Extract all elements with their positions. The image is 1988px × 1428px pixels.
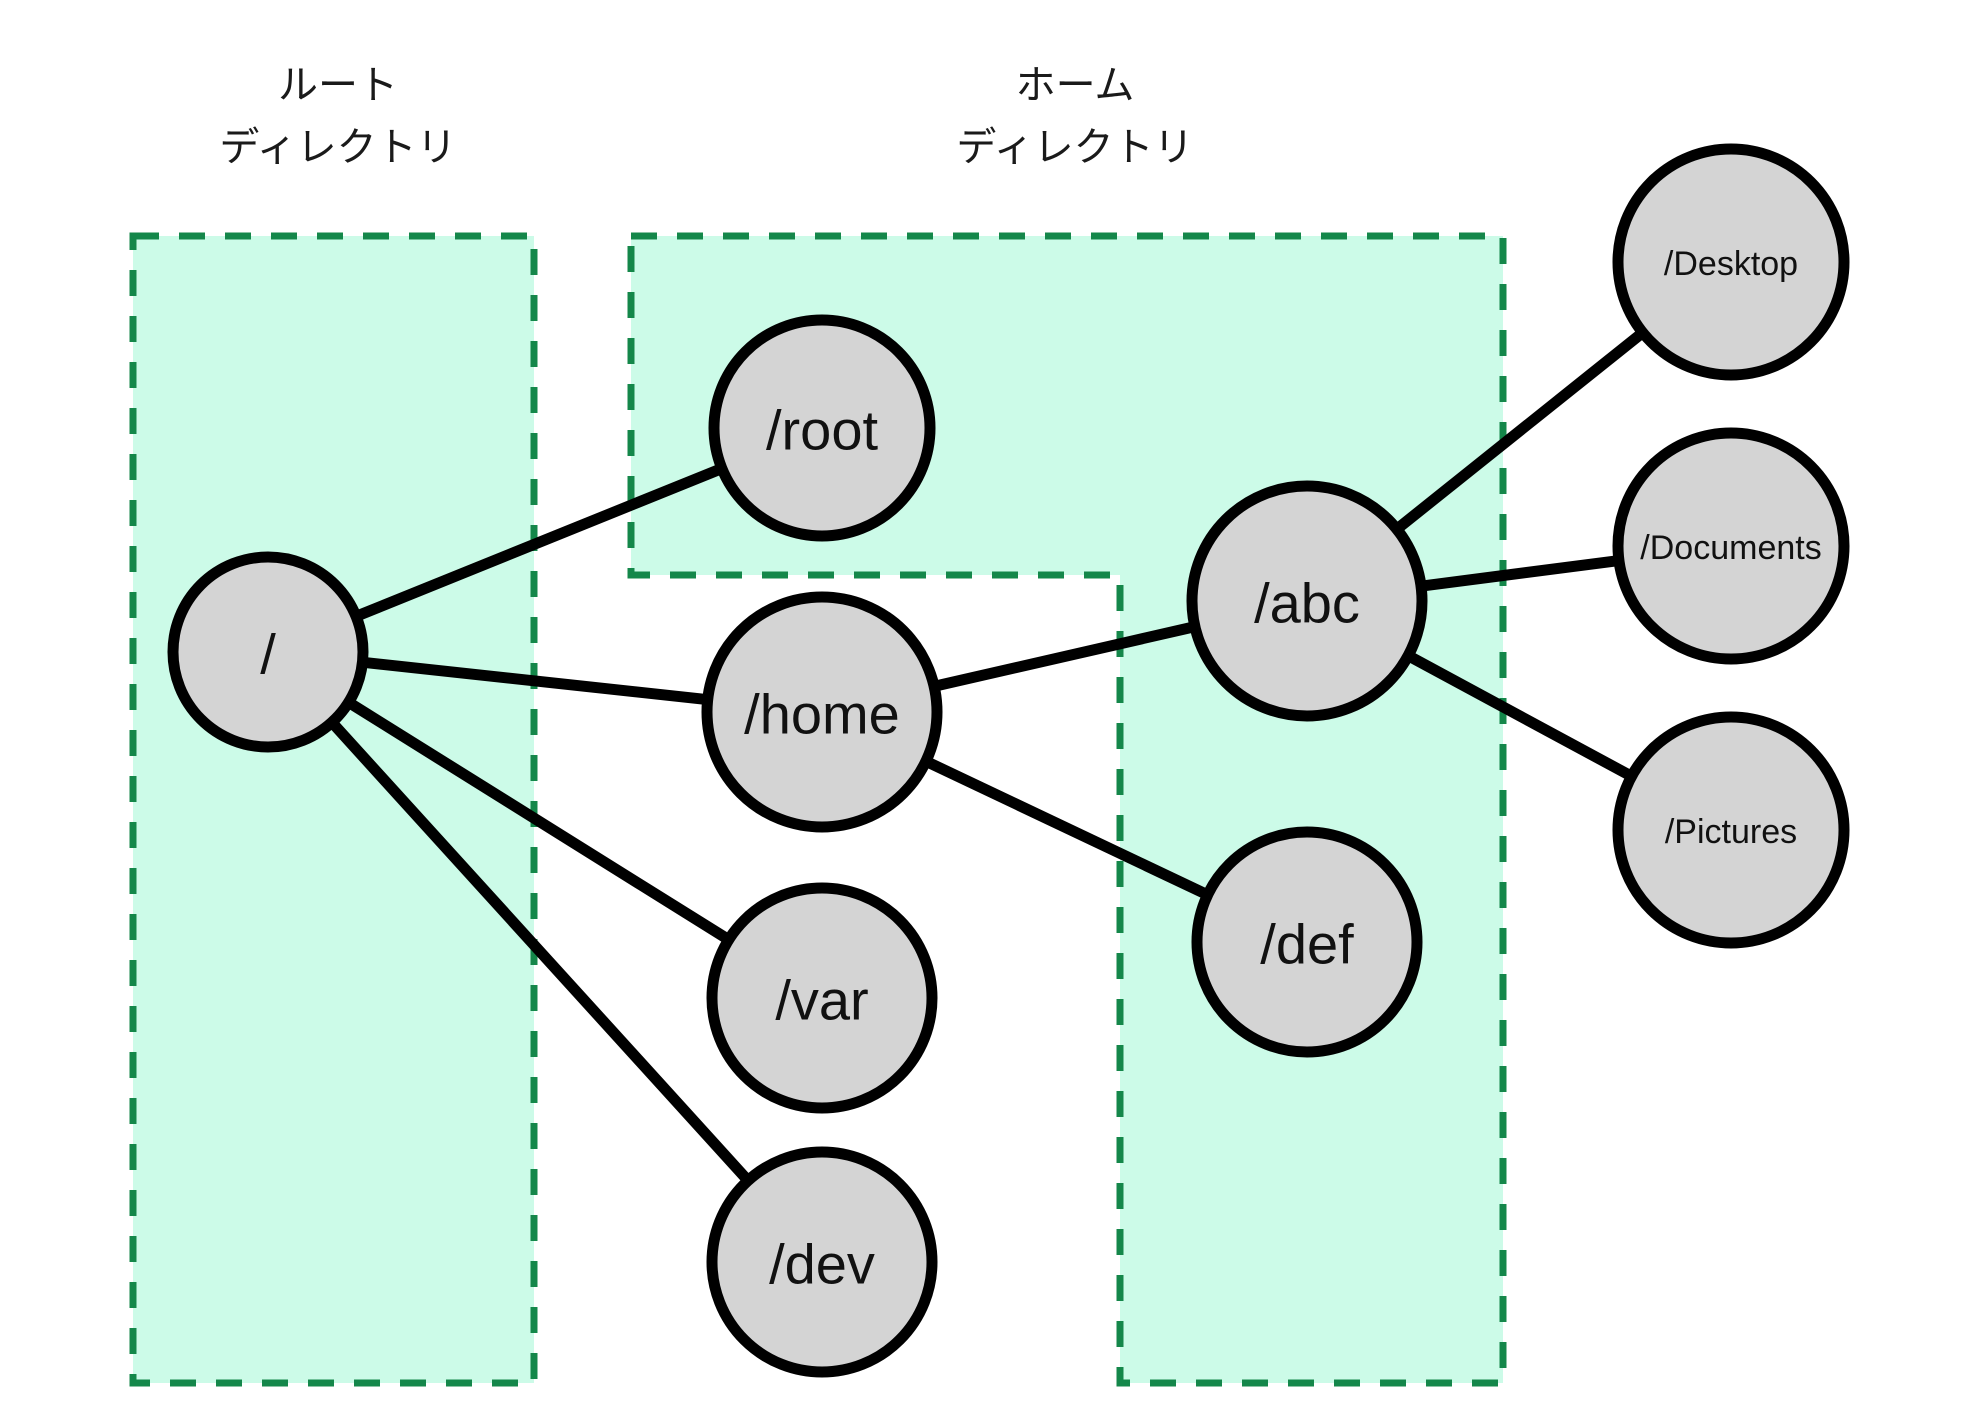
node-circle-abc[interactable] [1186,480,1428,722]
edge-abc-to-documents [1416,554,1624,593]
home-dir-label-line2: ディレクトリ [956,126,1193,170]
node-slash-root[interactable]: /root [708,314,936,542]
node-circle-root[interactable] [167,551,369,753]
node-label-dev: /dev [769,1233,875,1296]
node-label-var: /var [775,969,868,1032]
root-dir-label-line2: ディレクトリ [219,126,456,170]
node-abc[interactable]: /abc [1186,480,1428,722]
node-circle-def[interactable] [1191,826,1423,1058]
node-label-desktop: /Desktop [1664,245,1798,283]
node-circle-documents[interactable] [1612,427,1850,665]
root-directory-region-fill [133,236,534,1383]
node-label-root: / [260,623,276,686]
nodes-layer: / /root/home/var/dev/abc/def/Desktop/Docu… [167,143,1850,1378]
node-label-slash-root: /root [766,399,878,462]
root-directory-region-outline [129,232,538,1387]
node-home[interactable]: /home [701,591,943,833]
edge-home-to-abc [928,620,1201,693]
node-desktop[interactable]: /Desktop [1612,143,1850,381]
node-circle-slash-root[interactable] [708,314,936,542]
edges-layer [325,325,1650,1188]
edge-root-to-dev [325,715,755,1188]
node-circle-pictures[interactable] [1612,711,1850,949]
node-label-def: /def [1260,913,1354,976]
edge-abc-to-pictures [1402,648,1638,784]
home-dir-label-line1: ホーム [1016,64,1135,108]
node-label-abc: /abc [1254,572,1360,635]
root-dir-label-line1: ルート [278,64,398,108]
edge-root-to-home [357,656,713,706]
node-circle-var[interactable] [706,882,938,1114]
node-documents[interactable]: /Documents [1612,427,1850,665]
edge-root-to-slash-root [350,461,728,623]
node-label-documents: /Documents [1640,529,1821,567]
home-directory-region-outline [627,232,1507,1387]
node-label-home: /home [744,683,900,746]
node-circle-desktop[interactable] [1612,143,1850,381]
edge-abc-to-desktop [1390,325,1650,536]
node-label-pictures: /Pictures [1665,813,1797,851]
edge-root-to-var [342,695,736,947]
node-var[interactable]: /var [706,882,938,1114]
edge-home-to-def [919,754,1214,902]
node-circle-dev[interactable] [706,1146,938,1378]
node-pictures[interactable]: /Pictures [1612,711,1850,949]
node-root[interactable]: / [167,551,369,753]
node-def[interactable]: /def [1191,826,1423,1058]
node-circle-home[interactable] [701,591,943,833]
node-dev[interactable]: /dev [706,1146,938,1378]
